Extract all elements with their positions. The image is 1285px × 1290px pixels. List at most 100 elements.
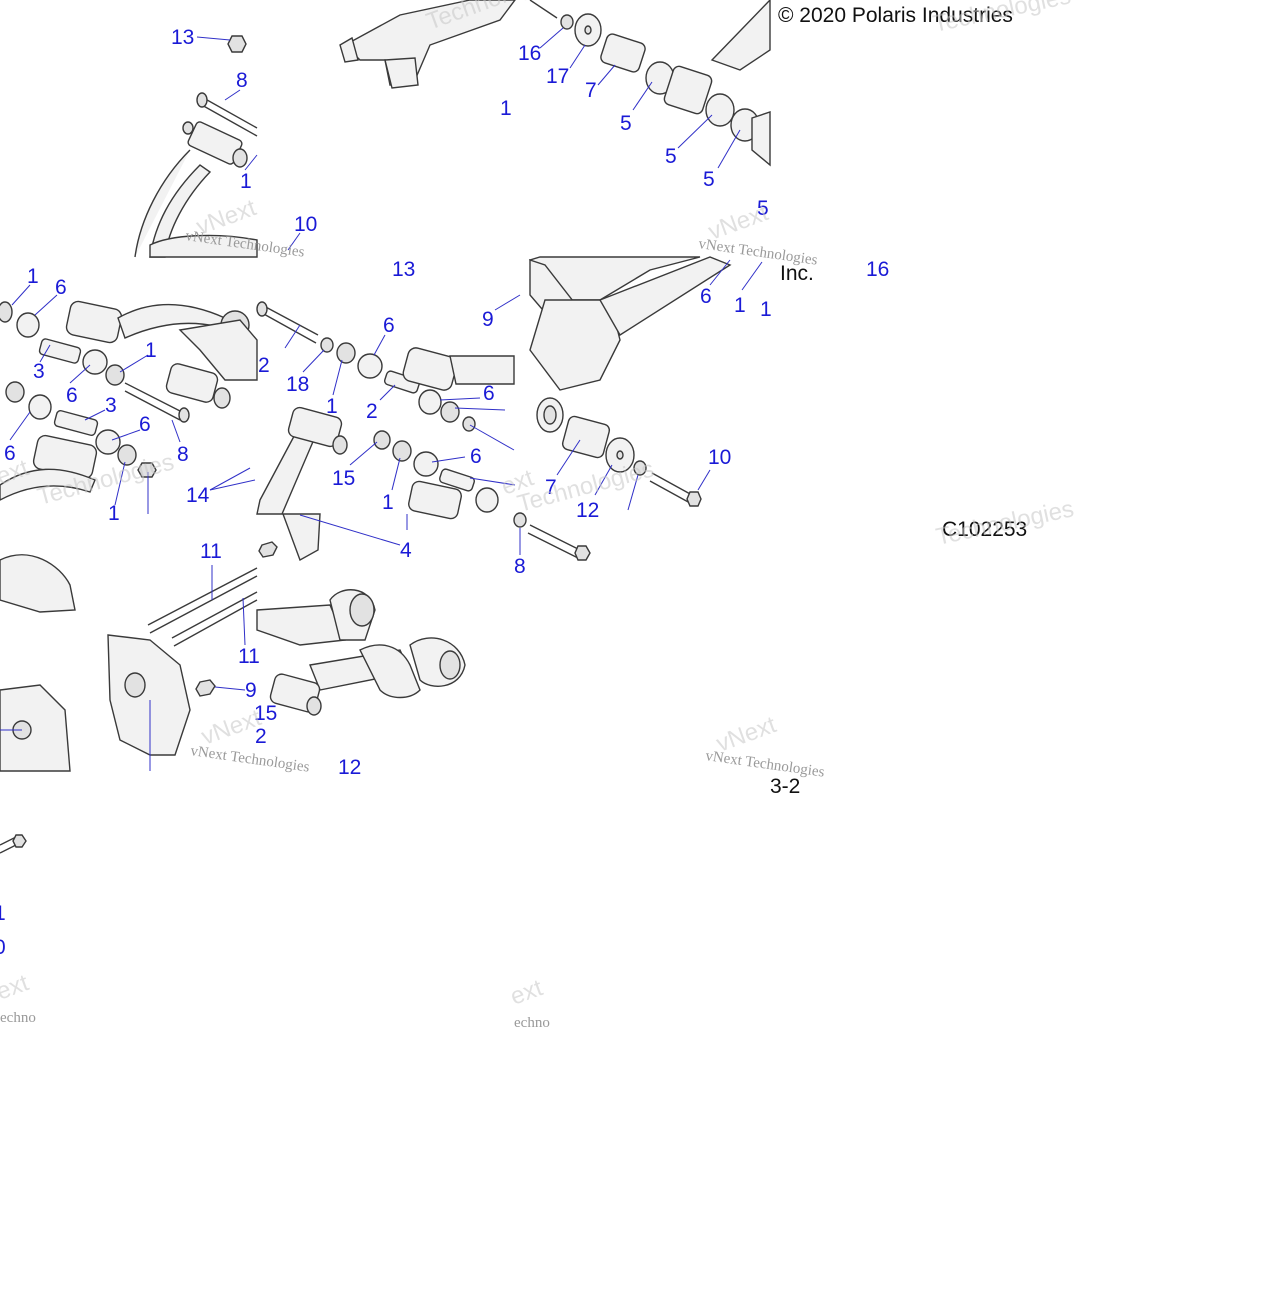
nut-d	[137, 462, 157, 478]
swing-arm-bushing-i	[349, 593, 375, 627]
callout-1: 1	[382, 491, 394, 514]
washer-e2	[462, 416, 476, 432]
a-arm-tab	[339, 36, 359, 63]
callout-1: 1	[734, 294, 746, 317]
lead-6e	[373, 334, 386, 356]
lead-11b	[242, 597, 246, 646]
ring-d2	[105, 364, 125, 386]
tile-d: 1 6 3 6 1 3 6 8 6 14 1 ext Technologies	[0, 265, 258, 525]
bolt-e	[261, 304, 319, 336]
ring-e2	[440, 401, 460, 423]
lead-washer-e	[469, 424, 515, 451]
callout-7: 7	[585, 79, 597, 102]
nut-e	[373, 430, 391, 450]
mount-hole-h	[124, 672, 146, 698]
tile-b: 16 17 7 1 5 5 5 Technologies	[339, 0, 771, 191]
callout-2: 2	[255, 725, 267, 748]
lead-5b	[677, 114, 713, 149]
callout-9: 9	[482, 308, 494, 331]
bolt-d	[124, 382, 183, 413]
ring-e3	[392, 440, 412, 462]
watermark-short: echno	[514, 1015, 550, 1031]
callout-8: 8	[514, 555, 526, 578]
callout-1: 1	[240, 170, 252, 193]
bolt-line-b	[529, 0, 558, 19]
lead-15a	[349, 441, 378, 466]
lead-1e	[114, 461, 126, 506]
bolt-top-i	[258, 541, 278, 558]
callout-18: 18	[286, 373, 309, 396]
tile-f: 9 6 1 1 7 10 5 vNext Technologies vNext …	[482, 197, 819, 518]
spacer-e2	[439, 468, 475, 492]
lead-1c	[11, 284, 31, 306]
callout-17: 17	[546, 65, 569, 88]
lead-18	[302, 349, 325, 373]
bolt-d-low	[124, 390, 181, 421]
frame-lower	[149, 234, 258, 258]
a-arm-clevis	[384, 57, 419, 89]
lead-2c-e	[469, 477, 516, 486]
sleeve-e3	[413, 451, 439, 477]
lead-9a	[494, 294, 521, 311]
lead-2a	[284, 324, 301, 349]
bushing-d2-end	[213, 387, 231, 409]
callout-16: 16	[866, 258, 889, 281]
washer-e	[320, 337, 334, 353]
bolt-j	[529, 524, 581, 551]
bolt-e-head	[256, 301, 268, 317]
lead-14a	[209, 467, 251, 491]
callout-5: 5	[665, 145, 677, 168]
lead-1g	[391, 457, 401, 491]
lead-4	[299, 514, 401, 546]
lead-10a	[287, 232, 301, 251]
lead-7b	[556, 439, 581, 476]
callout-5: 5	[703, 168, 715, 191]
tile-l: 1 0 ext echno	[0, 834, 36, 1026]
lead-1i	[741, 261, 763, 291]
lead-6d	[9, 411, 31, 441]
tile-k: C102253 Technologies 3-2	[770, 495, 1076, 798]
bolt-head-top	[196, 92, 208, 108]
lead-6h	[709, 259, 731, 286]
lead-5c	[717, 129, 741, 169]
mount-plate-h	[107, 634, 191, 756]
callout-13: 13	[392, 258, 415, 281]
callout-12: 12	[576, 499, 599, 522]
watermark-word: Technologies	[934, 495, 1077, 551]
callout-2: 2	[366, 400, 378, 423]
callout-1: 1	[0, 902, 6, 925]
callout-14: 14	[186, 484, 210, 507]
callout-1: 1	[108, 502, 120, 525]
lead-6c	[111, 429, 141, 441]
bolt-h	[195, 679, 216, 697]
callout-15: 15	[254, 702, 277, 725]
ring-d1	[0, 301, 13, 323]
bracket-top-i	[281, 513, 321, 562]
lead-6g	[431, 456, 466, 463]
long-bolt-h1-low	[149, 575, 258, 634]
lead-5a	[632, 81, 653, 111]
ring-d4	[117, 444, 137, 466]
tile-m: ext echno	[507, 974, 550, 1031]
bolt-j-head	[574, 545, 591, 561]
bushing-d1	[65, 300, 123, 344]
bushing-ring-2	[705, 93, 735, 127]
callout-1: 1	[145, 339, 157, 362]
callout-11: 11	[238, 645, 260, 668]
callout-6: 6	[483, 382, 495, 405]
page-ref: 3-2	[770, 775, 800, 798]
callout-0: 0	[0, 936, 6, 959]
lead-3a	[39, 344, 51, 363]
knuckle-plate-h	[0, 684, 71, 772]
frame-rail-f	[598, 256, 732, 336]
callout-2: 2	[258, 354, 270, 377]
callout-4: 4	[400, 539, 412, 562]
lower-arm-e	[256, 424, 319, 515]
bushing-i-end	[306, 696, 322, 716]
lead-8b	[171, 419, 181, 443]
callout-9: 9	[245, 679, 257, 702]
lead-1f	[332, 359, 343, 396]
callout-3: 3	[33, 360, 45, 383]
spacer-d2	[53, 410, 99, 436]
